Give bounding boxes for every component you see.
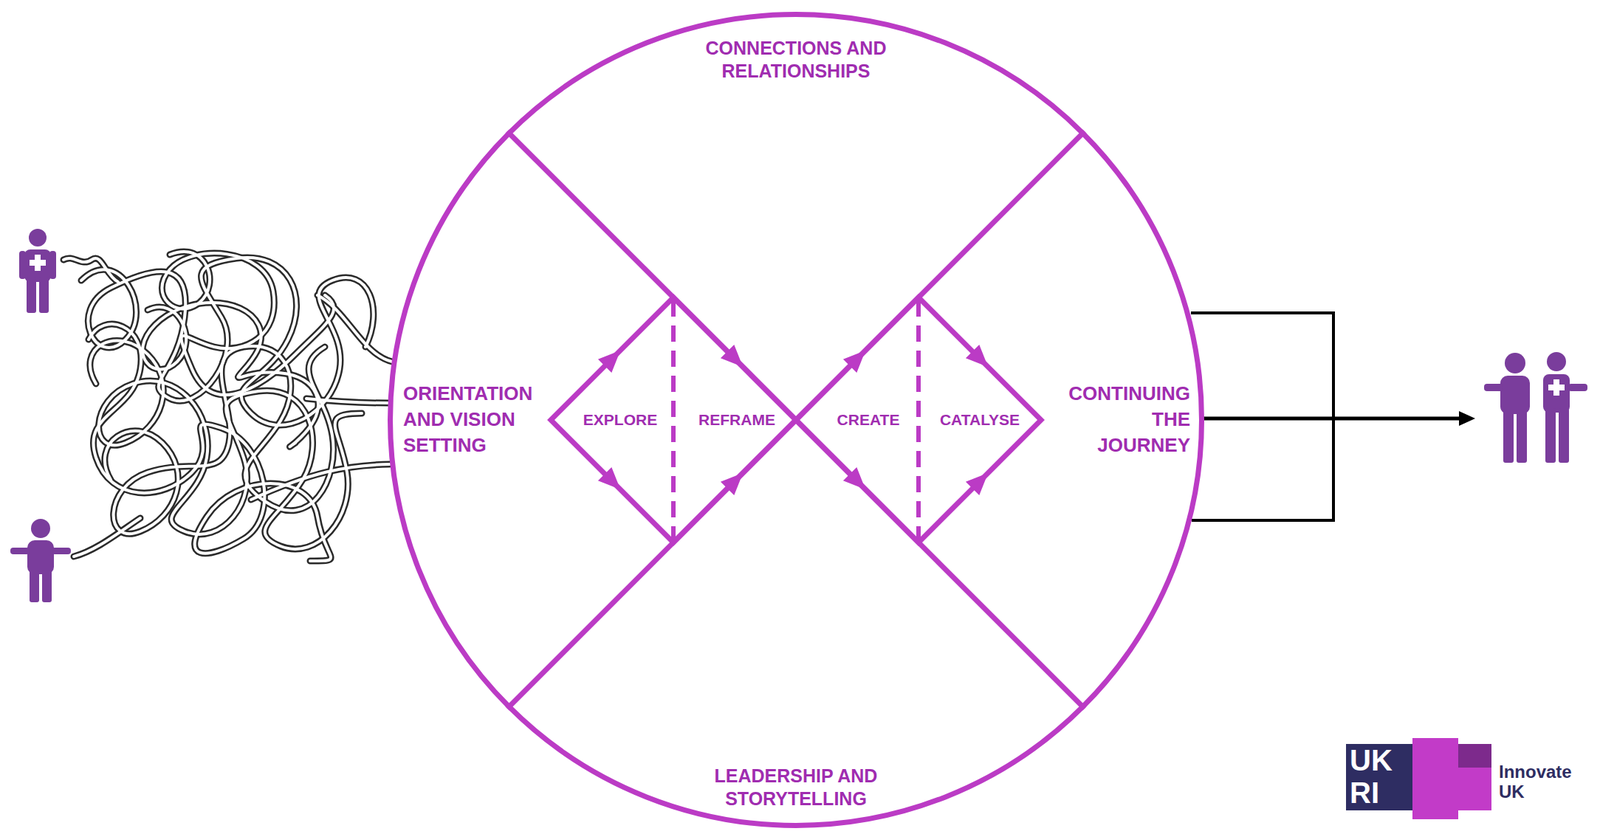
stage-label: LEADERSHIP AND STORYTELLING	[677, 764, 915, 811]
flow-arrowhead	[965, 344, 988, 367]
person-figure	[10, 519, 71, 603]
circle-outline	[390, 14, 1203, 827]
bracket	[1190, 313, 1461, 521]
diamond-outline	[550, 297, 796, 543]
ukri-logo	[1346, 738, 1492, 820]
cross-line	[507, 131, 1085, 709]
flow-arrowhead	[965, 473, 988, 496]
flow-arrowhead	[843, 467, 866, 490]
journey-circle: CONNECTIONS AND RELATIONSHIPS ORIENTATION…	[387, 11, 1205, 829]
diamond-left: EXPLORE REFRAME	[550, 297, 796, 543]
arrowhead	[1458, 411, 1476, 427]
stage-label: REFRAME	[688, 410, 785, 430]
rope-outline	[63, 251, 393, 562]
diamond-right: CREATE CATALYSE	[795, 297, 1042, 543]
flow-arrowhead	[843, 350, 866, 373]
tangle-drawing	[63, 251, 393, 562]
stage-label: CREATE	[820, 410, 917, 430]
flow-arrowhead	[598, 467, 621, 490]
dashed-divider	[671, 300, 676, 540]
stage-label: CONTINUING THE JOURNEY	[1060, 380, 1191, 459]
stage-label: ORIENTATION AND VISION SETTING	[403, 380, 562, 459]
doctor-figure	[19, 228, 57, 314]
rope-fill	[63, 251, 393, 562]
logo-wordmark: Innovate UK	[1498, 761, 1588, 802]
logo-letters: RI	[1349, 776, 1409, 810]
stage-label: EXPLORE	[572, 410, 669, 430]
flow-arrowhead	[598, 350, 621, 373]
flow-arrowhead	[720, 344, 743, 367]
people-pair	[1484, 352, 1588, 463]
dashed-divider	[916, 300, 921, 540]
cross-line	[507, 131, 1085, 709]
flow-arrowhead	[720, 473, 743, 496]
stage-label: CONNECTIONS AND RELATIONSHIPS	[677, 36, 915, 83]
diamond-outline	[795, 297, 1042, 543]
stage-label: CATALYSE	[931, 410, 1028, 430]
logo-letters: UK	[1349, 744, 1409, 777]
